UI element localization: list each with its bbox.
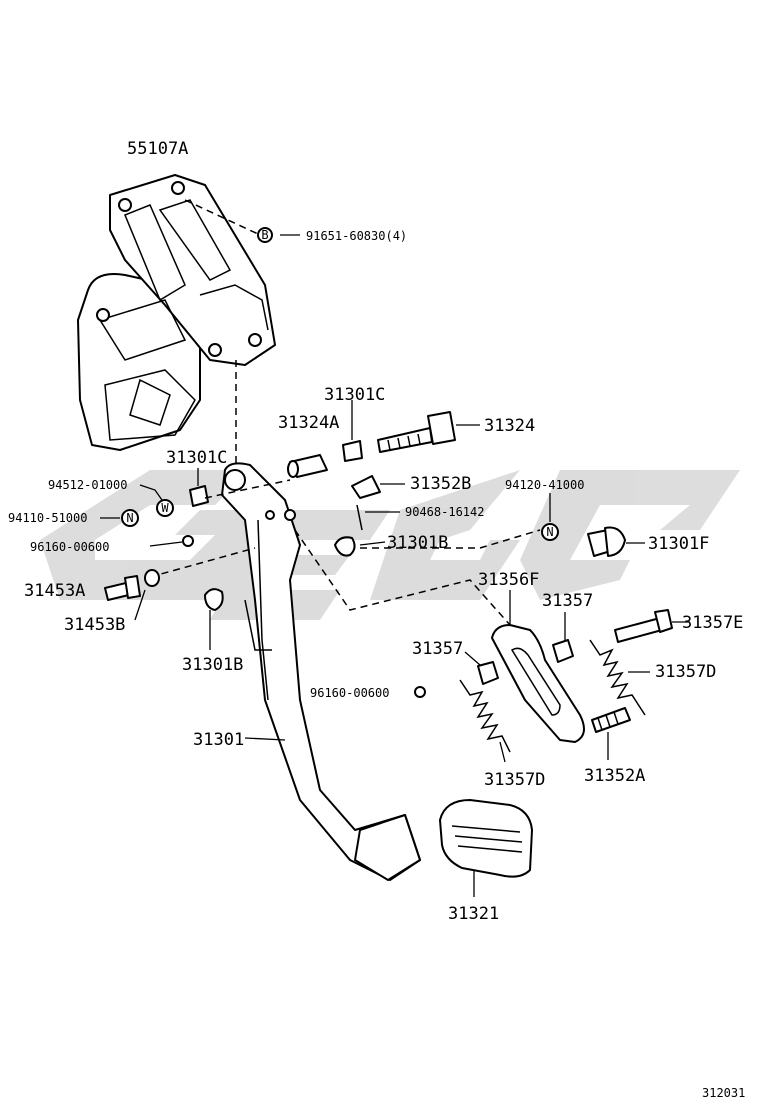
stopper-31301B-right (334, 536, 386, 557)
collar-31453B (134, 569, 160, 621)
pedal-bracket-55107A (77, 174, 276, 451)
leader-31301 (244, 737, 286, 741)
nut-94110: N (100, 509, 139, 527)
label-31324: 31324 (484, 416, 535, 436)
label-94512: 94512-01000 (48, 478, 127, 492)
stopper-31301B-bottom (204, 588, 224, 650)
bolt-31453A (104, 575, 141, 601)
figure-code: 312031 (702, 1086, 745, 1100)
washer-94512: W (139, 484, 174, 517)
bolt-31357E (614, 609, 690, 643)
bushing-31301C-left (189, 468, 209, 507)
spring-31357D-right (589, 639, 650, 716)
bushing-31357-left (464, 651, 499, 685)
label-31356F: 31356F (478, 570, 539, 590)
label-31357-left: 31357 (412, 639, 463, 659)
spring-31357D-left (459, 679, 511, 763)
pin-96160-mid (414, 686, 426, 698)
dashline-c (294, 529, 511, 626)
spring-31352A (591, 707, 631, 760)
bolt-31352B (351, 475, 405, 499)
label-91651: 91651-60830(4) (306, 229, 407, 243)
nut-N-left-letter: N (126, 511, 133, 525)
switch-31301F (587, 526, 645, 557)
label-31352B: 31352B (410, 474, 471, 494)
label-94110: 94110-51000 (8, 511, 87, 525)
pedal-pad-31321 (439, 799, 533, 897)
bolt-marker-91651: B (184, 199, 300, 243)
label-31324A: 31324A (278, 413, 339, 433)
label-31352A: 31352A (584, 766, 645, 786)
bushing-31357-right (552, 612, 574, 663)
label-31301B-right: 31301B (387, 533, 448, 553)
washer-W-letter: W (161, 501, 169, 515)
nut-94120: N (541, 493, 559, 541)
label-31453A: 31453A (24, 581, 85, 601)
dashline-b (149, 547, 256, 578)
label-31357D-right: 31357D (655, 662, 716, 682)
nut-N-right-letter: N (546, 525, 553, 539)
label-31301F: 31301F (648, 534, 709, 554)
label-55107A: 55107A (127, 139, 188, 159)
label-96160-mid: 96160-00600 (310, 686, 389, 700)
bolt-31324 (377, 411, 480, 453)
label-90468: 90468-16142 (405, 505, 484, 519)
label-31301: 31301 (193, 730, 244, 750)
label-94120: 94120-41000 (505, 478, 584, 492)
label-31301B-bottom: 31301B (182, 655, 243, 675)
label-31321: 31321 (448, 904, 499, 924)
bushing-31301C-top (342, 400, 363, 462)
label-31357D-bottom: 31357D (484, 770, 545, 790)
label-31357E: 31357E (682, 613, 743, 633)
dashline-d (360, 529, 541, 549)
label-31453B: 31453B (64, 615, 125, 635)
label-31301C-left: 31301C (166, 448, 227, 468)
clip-90468 (356, 504, 400, 531)
bolt-B-letter: B (261, 228, 268, 242)
pedal-arm-31301 (221, 462, 421, 881)
dashline-a (204, 479, 291, 499)
lever-31356F (491, 590, 585, 743)
label-31357-right: 31357 (542, 591, 593, 611)
label-96160-top: 96160-00600 (30, 540, 109, 554)
collar-31324A (287, 454, 328, 478)
label-31301C-top: 31301C (324, 385, 385, 405)
pin-96160-top (149, 535, 194, 547)
